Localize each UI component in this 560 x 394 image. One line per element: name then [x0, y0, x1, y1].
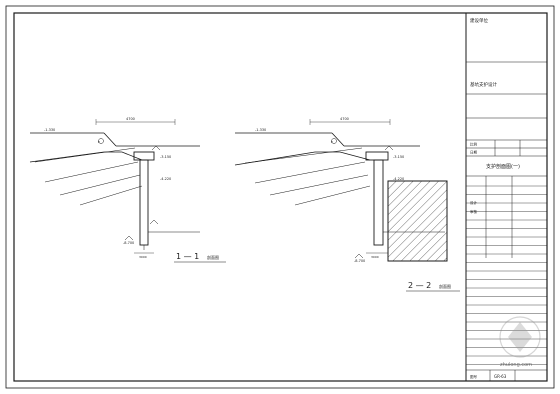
s1-marker: E [98, 140, 100, 144]
s1-elev-a: -1.330 [44, 128, 55, 132]
s2-dim-bottom: 3000 [371, 255, 379, 259]
tb-project-text: 基坑支护设计 [470, 81, 497, 88]
tb-design-label: 设计 [470, 200, 478, 205]
section-1-title: 1 — 1 [176, 252, 199, 261]
s1-elev-d: -8.700 [123, 241, 134, 245]
tb-check-label: 审核 [470, 209, 478, 214]
s2-elev-a: -1.330 [255, 128, 266, 132]
inner-frame [13, 12, 548, 382]
s1-elev-c: -4.220 [160, 177, 171, 181]
tb-drawing-name: 支护剖面图(一) [486, 163, 520, 170]
tb-sheet-code: GR-63 [494, 374, 507, 379]
tb-sheet-no-label: 图号 [470, 374, 478, 379]
watermark-text: zhulong.com [500, 362, 532, 368]
tb-scale-label: 比例 [470, 142, 478, 147]
title-block [465, 13, 547, 381]
section-2-title: 2 — 2 [408, 281, 431, 290]
outer-frame [5, 5, 555, 389]
s2-elev-c: -4.220 [393, 177, 404, 181]
section-2-suffix: 剖面图 [439, 283, 451, 289]
section-1-1 [29, 119, 200, 254]
s2-marker: E [331, 140, 333, 144]
watermark [499, 316, 541, 358]
tb-date-label: 日期 [470, 150, 478, 155]
s2-dim-top: 4700 [340, 117, 349, 121]
tb-company-text: 建设单位 [470, 17, 488, 24]
s1-dim-bottom: 3000 [139, 255, 147, 259]
s2-elev-d: -8.700 [354, 259, 365, 263]
s2-elev-b: -3.150 [393, 155, 404, 159]
section-1-suffix: 剖面图 [207, 254, 219, 260]
s1-dim-top: 4700 [126, 117, 135, 121]
s1-elev-b: -3.150 [160, 155, 171, 159]
hatched-structure [387, 180, 448, 262]
